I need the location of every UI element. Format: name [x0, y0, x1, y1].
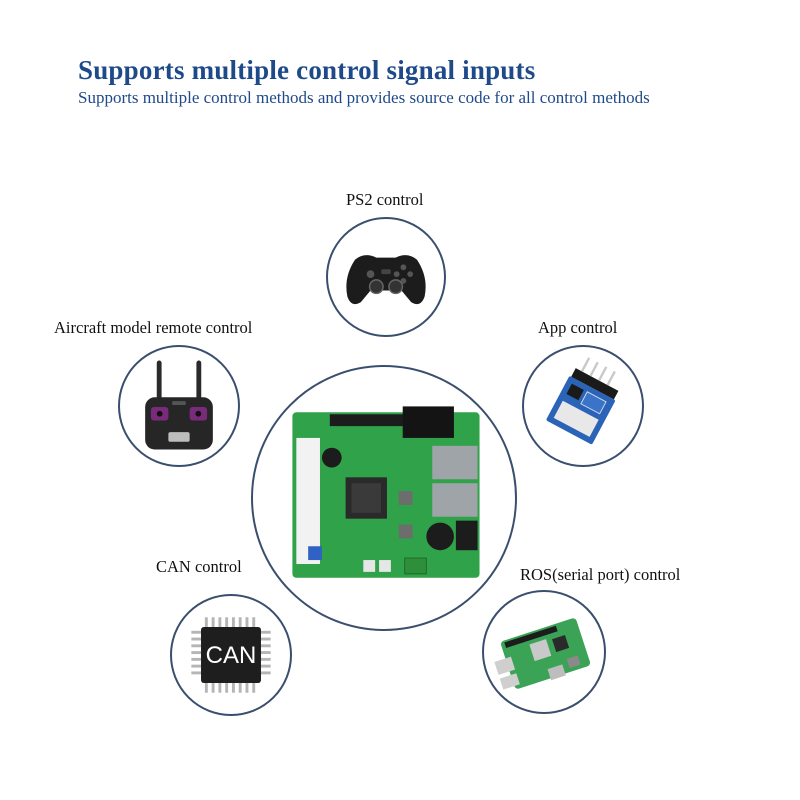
ps2-control-label: PS2 control	[346, 190, 424, 209]
page-subtitle: Supports multiple control methods and pr…	[78, 88, 650, 107]
ros-control-label: ROS(serial port) control	[520, 565, 681, 584]
rc-transmitter-icon	[145, 360, 213, 450]
gamepad-icon	[346, 255, 426, 305]
aircraft-control-label: Aircraft model remote control	[54, 318, 253, 337]
raspberry-pi-icon	[494, 618, 591, 690]
bluetooth-module-icon	[546, 357, 619, 445]
controller-board-icon	[292, 406, 480, 578]
can-chip-icon	[191, 617, 271, 693]
app-control-circle	[522, 345, 644, 467]
can-control-label: CAN control	[156, 557, 242, 576]
app-control-label: App control	[538, 318, 618, 337]
controller-board-circle	[251, 365, 517, 631]
aircraft-control-circle	[118, 345, 240, 467]
ros-control-circle	[482, 590, 606, 714]
ps2-control-circle	[326, 217, 446, 337]
can-control-circle: CAN	[170, 594, 292, 716]
page-title: Supports multiple control signal inputs	[78, 55, 536, 85]
can-chip-text: CAN	[205, 642, 257, 669]
